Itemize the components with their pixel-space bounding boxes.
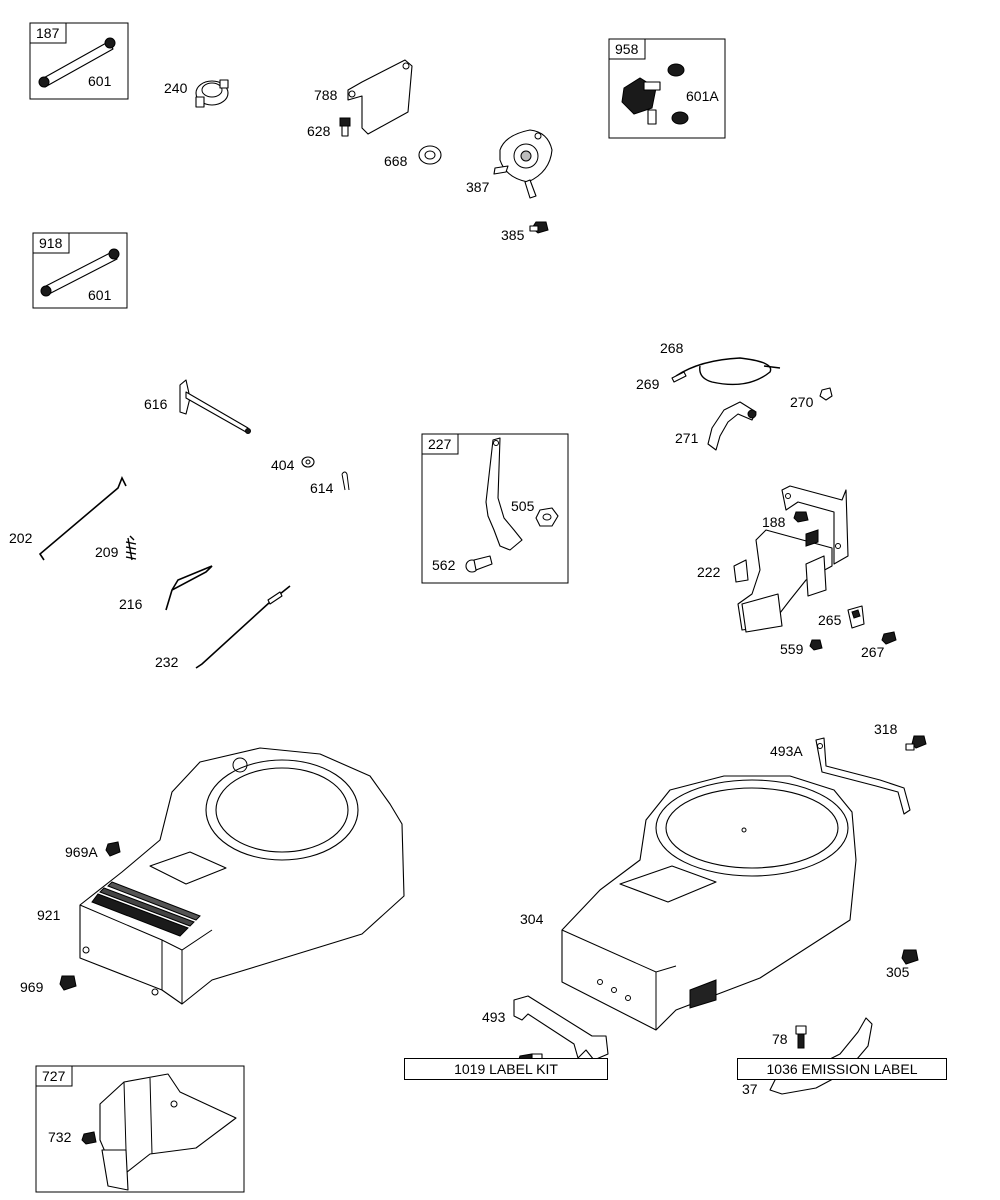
callout-188: 188 bbox=[762, 514, 786, 530]
control-bracket-222 bbox=[733, 485, 849, 633]
callout-304: 304 bbox=[520, 911, 544, 927]
seal-668 bbox=[418, 145, 442, 165]
screw-78 bbox=[795, 1025, 807, 1049]
screw-188 bbox=[793, 511, 809, 523]
screw-559 bbox=[809, 639, 823, 651]
clip-265 bbox=[847, 605, 865, 629]
kit-918-box: 918 601 bbox=[32, 232, 128, 309]
bracket-788 bbox=[347, 59, 413, 135]
spring-209 bbox=[125, 535, 137, 561]
label-kit-text: 1019 LABEL KIT bbox=[454, 1061, 558, 1077]
screw-267 bbox=[881, 631, 897, 645]
callout-387: 387 bbox=[466, 179, 490, 195]
label-kit-box: 1019 LABEL KIT bbox=[404, 1058, 608, 1080]
callout-305: 305 bbox=[886, 964, 910, 980]
lever-271 bbox=[707, 401, 757, 451]
callout-918: 918 bbox=[39, 235, 63, 251]
callout-601-kit918: 601 bbox=[88, 287, 112, 303]
callout-37: 37 bbox=[742, 1081, 758, 1097]
kit-727-box: 727 732 bbox=[35, 1065, 245, 1193]
governor-shaft-616 bbox=[179, 379, 251, 434]
callout-404: 404 bbox=[271, 457, 295, 473]
kit-227-box: 227 505 562 bbox=[421, 433, 569, 584]
callout-209: 209 bbox=[95, 544, 119, 560]
callout-601A: 601A bbox=[686, 88, 719, 104]
cable-end-269 bbox=[671, 371, 687, 383]
deflector-37 bbox=[769, 1017, 873, 1095]
callout-921: 921 bbox=[37, 907, 61, 923]
callout-240: 240 bbox=[164, 80, 188, 96]
callout-969: 969 bbox=[20, 979, 44, 995]
callout-614: 614 bbox=[310, 480, 334, 496]
callout-271: 271 bbox=[675, 430, 699, 446]
screw-305 bbox=[901, 949, 919, 965]
callout-493A: 493A bbox=[770, 743, 803, 759]
rod-232 bbox=[195, 585, 291, 669]
screw-385 bbox=[529, 221, 549, 234]
callout-269: 269 bbox=[636, 376, 660, 392]
callout-969A: 969A bbox=[65, 844, 98, 860]
clip-614 bbox=[341, 471, 350, 491]
callout-559: 559 bbox=[780, 641, 804, 657]
link-216 bbox=[165, 565, 213, 611]
bracket-493A bbox=[815, 737, 911, 815]
callout-616: 616 bbox=[144, 396, 168, 412]
screw-969 bbox=[59, 975, 77, 991]
fuel-line-918 bbox=[40, 248, 120, 297]
throttle-lever-227 bbox=[485, 437, 523, 551]
kit-187-box: 187 601 bbox=[29, 22, 129, 100]
fuel-line-187 bbox=[38, 37, 116, 88]
callout-270: 270 bbox=[790, 394, 814, 410]
callout-505: 505 bbox=[511, 498, 535, 514]
callout-493: 493 bbox=[482, 1009, 506, 1025]
callout-958: 958 bbox=[615, 41, 639, 57]
callout-727: 727 bbox=[42, 1068, 66, 1084]
callout-268: 268 bbox=[660, 340, 684, 356]
nut-270 bbox=[819, 387, 833, 401]
callout-202: 202 bbox=[9, 530, 33, 546]
callout-668: 668 bbox=[384, 153, 408, 169]
screw-628 bbox=[339, 117, 351, 137]
callout-265: 265 bbox=[818, 612, 842, 628]
callout-267: 267 bbox=[861, 644, 885, 660]
washer-404 bbox=[301, 456, 315, 468]
screw-969A bbox=[105, 841, 121, 857]
callout-562: 562 bbox=[432, 557, 456, 573]
callout-318-top: 318 bbox=[874, 721, 898, 737]
callout-732: 732 bbox=[48, 1129, 72, 1145]
callout-628: 628 bbox=[307, 123, 331, 139]
callout-187: 187 bbox=[36, 25, 60, 41]
callout-788: 788 bbox=[314, 87, 338, 103]
callout-232: 232 bbox=[155, 654, 179, 670]
callout-78: 78 bbox=[772, 1031, 788, 1047]
callout-601-kit187: 601 bbox=[88, 73, 112, 89]
fuel-pump-387 bbox=[493, 129, 553, 199]
governor-link-202 bbox=[38, 476, 127, 561]
screw-732 bbox=[81, 1131, 97, 1145]
blower-housing-304 bbox=[561, 775, 857, 1031]
kit-958-box: 958 601A bbox=[608, 38, 726, 139]
throttle-cable-268 bbox=[675, 357, 781, 386]
callout-227: 227 bbox=[428, 436, 452, 452]
emission-label-text: 1036 EMISSION LABEL bbox=[766, 1061, 918, 1077]
callout-222: 222 bbox=[697, 564, 721, 580]
callout-385: 385 bbox=[501, 227, 525, 243]
nut-505 bbox=[535, 507, 559, 527]
callout-216: 216 bbox=[119, 596, 143, 612]
blower-housing-921 bbox=[79, 747, 405, 1005]
baffle-727 bbox=[99, 1073, 237, 1191]
screw-562 bbox=[465, 555, 493, 573]
screw-318-top bbox=[905, 735, 927, 751]
bracket-493 bbox=[513, 995, 609, 1061]
emission-label-box: 1036 EMISSION LABEL bbox=[737, 1058, 947, 1080]
fuel-filter-240 bbox=[195, 79, 229, 108]
shutoff-valve-958 bbox=[621, 63, 689, 125]
